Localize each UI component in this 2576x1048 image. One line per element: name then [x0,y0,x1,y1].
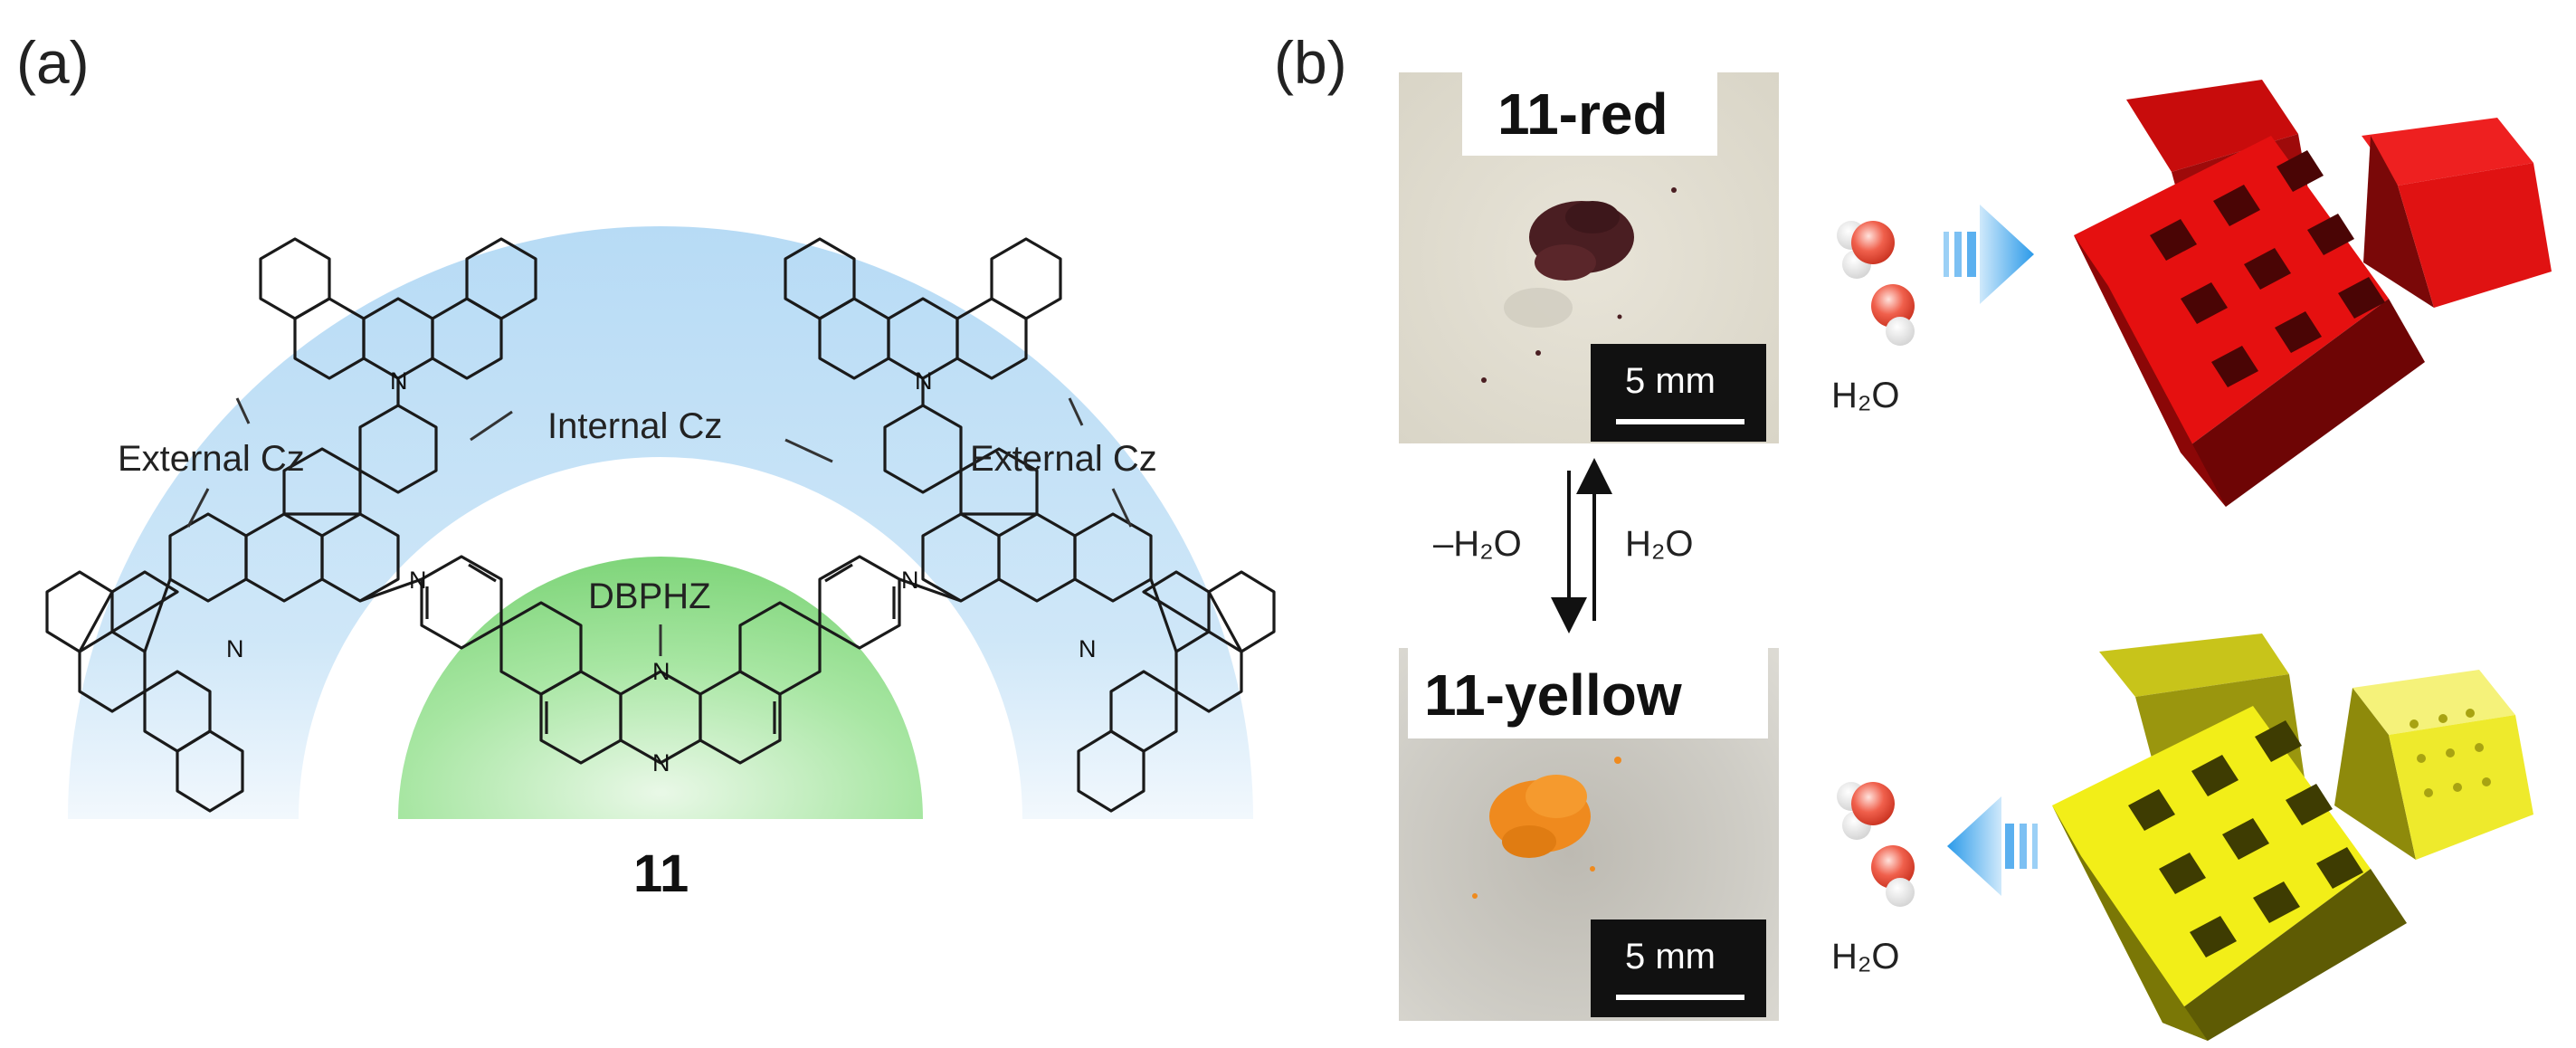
hydration-label: H₂O [1625,524,1694,564]
internal-cz-label: Internal Cz [547,406,722,446]
atom-n-top: N [652,658,670,685]
yellow-scale-label: 5 mm [1625,937,1716,977]
leader-int-right [784,438,833,463]
yellow-scale-box [1591,919,1766,1017]
leader-ext-left-bottom [186,488,210,528]
red-scale-label: 5 mm [1625,361,1716,401]
molecule-11-structure: N N N N N [45,237,1276,813]
external-cz-upper-right-structure [784,237,1062,405]
yellow-sample-title: 11-yellow [1424,662,1682,728]
atom-n-ext-ll: N [226,635,244,662]
dbphz-label: DBPHZ [588,576,711,616]
panel-a-label: (a) [16,29,90,96]
water-molecule-icon [1871,284,1915,346]
dbphz-core-region [398,557,923,819]
external-cz-upper-left-structure [259,237,537,405]
yellow-title-box [1408,648,1768,738]
water-label-bottom: H₂O [1831,937,1900,977]
external-cz-band [68,226,1253,819]
atom-n-bottom: N [652,749,670,776]
red-title-box [1462,72,1717,156]
water-molecule-icon [1837,782,1895,840]
external-cz-left-label: External Cz [118,439,305,479]
atom-n-internal-right: N [901,567,919,594]
red-sample-title: 11-red [1497,81,1668,147]
red-scale-box [1591,344,1766,442]
internal-cz-left-structure [168,404,438,603]
equilibrium-arrows [1551,458,1612,634]
hydration-blue-arrow [1944,205,2034,304]
leader-ext-left-top [235,397,251,424]
internal-cz-right-structure [883,404,1153,603]
external-cz-lower-left-structure [45,570,244,813]
leader-ext-right-bottom [1111,488,1133,528]
external-cz-lower-right-structure [1077,570,1276,813]
atom-n-ext-lr: N [1079,635,1097,662]
atom-n-ext-ur: N [915,367,933,395]
panel-b-label: (b) [1274,29,1347,96]
dbphz-core-structure [420,555,901,765]
porous-crystal-red [2074,80,2552,507]
leader-ext-right-top [1068,397,1084,426]
red-sample-photo: 11-red 5 mm [1399,72,1779,443]
water-label-top: H₂O [1831,376,1900,415]
atom-n-internal-left: N [409,567,427,594]
external-cz-right-label: External Cz [970,439,1157,479]
water-molecule-icon [1837,221,1895,279]
dehydration-blue-arrow [1947,796,2038,896]
yellow-sample-photo: 11-yellow 5 mm [1399,648,1779,1021]
compound-number: 11 [633,844,689,903]
leader-int-left [470,410,513,442]
dehydration-label: –H₂O [1433,524,1522,564]
porous-crystal-yellow [2052,634,2533,1041]
water-molecule-icon [1871,845,1915,907]
atom-n-ext-ul: N [390,367,408,395]
